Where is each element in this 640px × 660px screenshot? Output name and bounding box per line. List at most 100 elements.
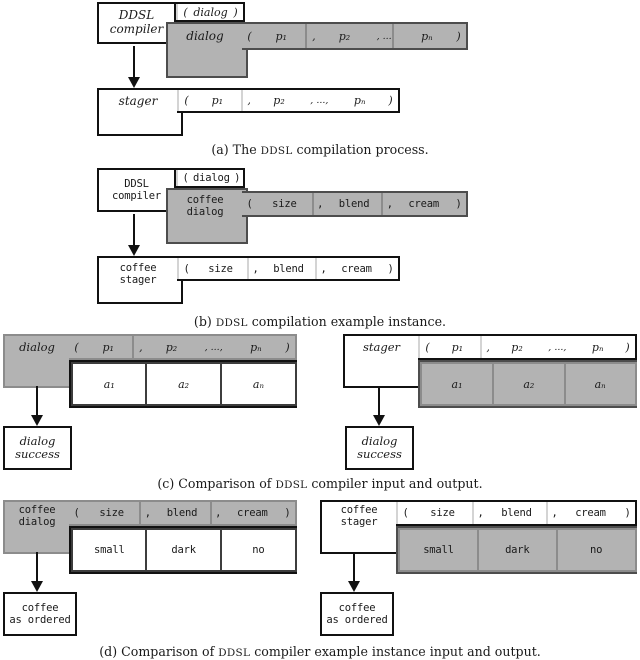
paren-open: (: [425, 340, 430, 354]
param-2: blend: [166, 507, 198, 519]
panel-b-stager-label-wrap: coffee stager: [97, 258, 179, 290]
panel-a-compiler-signature: ( dialog ): [176, 2, 245, 22]
panel-d-right-header-box: [320, 500, 402, 554]
divider: [240, 90, 243, 111]
panel-a-dialog-tuple: ( p₁ , p₂ , ..., pₙ ): [242, 22, 468, 50]
answer-cell: dark: [145, 528, 222, 572]
paren-close: ): [625, 340, 630, 354]
answer-cell: aₙ: [563, 362, 637, 406]
param-n: pₙ: [421, 29, 433, 43]
paren-open: (: [74, 340, 79, 354]
panel-a-compiler-line1: DDSL: [118, 8, 155, 23]
signature-name: dialog: [193, 172, 230, 184]
paren-close: ): [234, 172, 241, 184]
separator-1: ,: [317, 198, 324, 210]
panel-c-left-header-label: dialog: [19, 340, 55, 354]
param-3: cream: [408, 198, 439, 210]
caption-acronym: DDSL: [275, 479, 308, 491]
result-line1: dialog: [19, 433, 56, 448]
result-line2: as ordered: [326, 614, 388, 626]
param-2: p₂: [338, 29, 351, 43]
answer-value: a₁: [103, 377, 115, 391]
paren-close: ): [388, 94, 393, 107]
divider: [139, 502, 142, 524]
param-1: p₁: [275, 29, 287, 43]
divider: [177, 90, 179, 111]
panel-d-left-header-label-wrap: coffee dialog: [3, 501, 71, 531]
paren-open: (: [246, 198, 253, 210]
divider: [472, 502, 474, 524]
panel-a-dialog-label-wrap: dialog: [166, 22, 244, 50]
result-line1: coffee: [21, 601, 59, 614]
panel-b-compiler-signature: ( dialog ): [176, 168, 245, 188]
panel-b-compiler-line2: compiler: [112, 190, 161, 202]
divider: [209, 502, 212, 524]
param-n: pₙ: [250, 340, 262, 354]
separator-2: ,: [215, 507, 222, 519]
panel-b-stager-line2: stager: [119, 274, 157, 286]
answer-value: dark: [505, 544, 530, 556]
panel-b-dialog-line1: coffee: [186, 194, 224, 206]
panel-a-stager-tuple: ( p₁ , p₂ , ..., pₙ ): [177, 88, 400, 113]
paren-close: ): [284, 507, 291, 519]
panel-c-right-header-label-wrap: stager: [343, 334, 420, 360]
answer-value: no: [252, 544, 265, 556]
panel-d-right-answers: small dark no: [396, 526, 637, 574]
panel-d-right-header-line2: stager: [340, 516, 378, 528]
panel-b-dialog-label-wrap: coffee dialog: [166, 190, 244, 222]
answer-cell: no: [219, 528, 298, 572]
answer-value: a₂: [523, 377, 535, 391]
param-n: pₙ: [353, 94, 366, 107]
caption-prefix: (a) The: [211, 142, 261, 157]
answer-cell: a₂: [145, 362, 222, 406]
answer-cell: small: [398, 528, 479, 572]
panel-d-left-header-line1: coffee: [18, 504, 56, 516]
panel-a-dialog-box: [166, 22, 248, 78]
panel-b-stager-tuple: ( size , blend , cream ): [177, 256, 400, 281]
paren-close: ): [456, 29, 461, 43]
panel-c-left-arrow: [29, 386, 45, 426]
answer-value: aₙ: [252, 377, 264, 391]
divider: [546, 502, 548, 524]
panel-a-stager-label-wrap: stager: [97, 88, 179, 113]
caption-suffix: compilation process.: [292, 142, 429, 157]
panel-c-left-header-label-wrap: dialog: [3, 334, 71, 360]
answer-cell: a₁: [420, 362, 494, 406]
answer-value: a₁: [451, 377, 463, 391]
divider: [247, 258, 249, 279]
paren-close: ): [455, 198, 462, 210]
caption-suffix: compiler input and output.: [307, 476, 483, 491]
panel-d-left-result-box: coffee as ordered: [3, 592, 77, 636]
caption-acronym: DDSL: [260, 145, 293, 157]
panel-d-left-header-box: [3, 500, 75, 554]
panel-d-left-answers: small dark no: [69, 526, 298, 574]
panel-a-arrow: [126, 46, 142, 88]
param-2: p₂: [511, 340, 523, 354]
param-3: cream: [237, 507, 268, 519]
answer-cell: a₂: [491, 362, 566, 406]
divider: [305, 24, 308, 48]
separator-1: ,: [477, 507, 484, 519]
divider: [418, 336, 420, 358]
caption-acronym: DDSL: [218, 647, 251, 659]
panel-d-right-arrow: [346, 552, 362, 592]
paren-open: (: [73, 507, 80, 519]
divider: [381, 193, 384, 215]
panel-c-left-answers: a₁ a₂ aₙ: [69, 360, 298, 408]
panel-a-compiler-box: DDSL compiler: [97, 2, 176, 44]
separator-1: ,: [252, 262, 259, 275]
panel-b-arrow: [126, 214, 142, 256]
panel-d-right-header-label-wrap: coffee stager: [320, 501, 398, 531]
panel-b-compiler-box: DDSL compiler: [97, 168, 176, 212]
caption-acronym: DDSL: [215, 317, 248, 329]
param-n: pₙ: [591, 340, 604, 354]
panel-d-right-tuple: ( size , blend , cream ): [396, 500, 637, 526]
caption-suffix: compilation example instance.: [247, 314, 447, 329]
panel-b-dialog-line2: dialog: [186, 206, 224, 218]
separator-2: ,: [551, 507, 558, 519]
panel-b-compiler-line1: DDSL: [124, 177, 149, 190]
result-line1: dialog: [361, 433, 398, 448]
panel-b-stager-line1: coffee: [119, 262, 157, 274]
param-3: cream: [575, 507, 606, 519]
panel-c-right-result-box: dialog success: [345, 426, 414, 470]
